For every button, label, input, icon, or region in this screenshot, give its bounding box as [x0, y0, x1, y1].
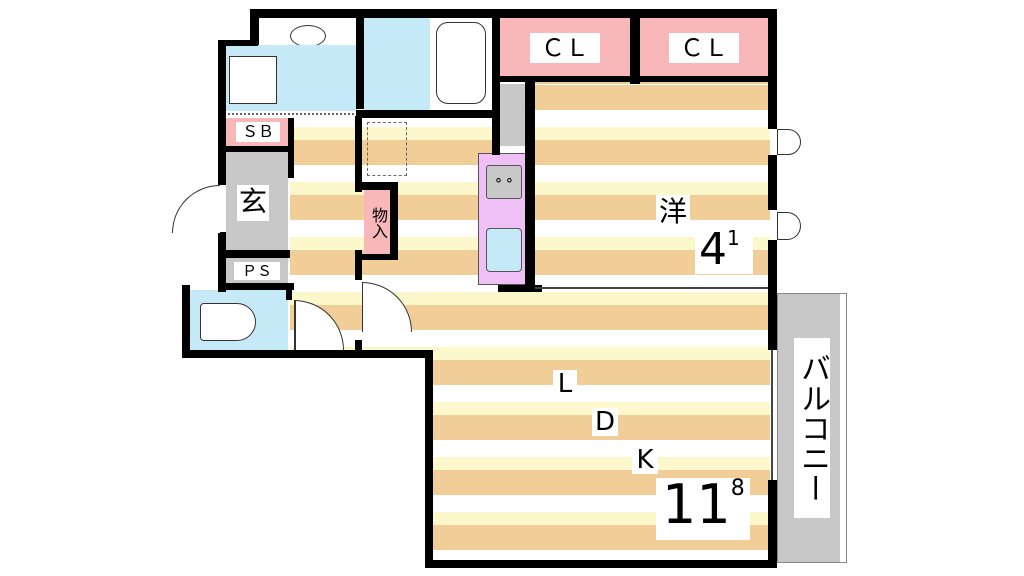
- wall: [630, 9, 640, 84]
- pipe-space-label: ＰＳ: [234, 262, 280, 280]
- ldk-d-label: D: [592, 408, 618, 436]
- wall: [220, 146, 290, 152]
- western-room-size-dec: 1: [727, 226, 740, 250]
- wall: [286, 285, 292, 300]
- wall: [220, 250, 290, 258]
- wall: [360, 254, 398, 260]
- western-room-size-int: 4: [699, 224, 727, 275]
- kitchen-sink-icon: [486, 228, 522, 272]
- wall: [220, 283, 294, 290]
- wall: [250, 9, 259, 45]
- wall: [500, 76, 777, 82]
- wall: [355, 340, 362, 355]
- ldk-size-int: 11: [662, 473, 731, 536]
- storage-label: 物入: [369, 207, 388, 239]
- partition-line: [535, 287, 768, 289]
- wall: [768, 155, 777, 210]
- pillar-column: [500, 84, 525, 146]
- wall: [356, 9, 364, 109]
- wall: [768, 240, 777, 350]
- closet-1-label: ＣＬ: [530, 33, 600, 63]
- ldk-size-dec: 8: [730, 476, 745, 501]
- wall: [182, 285, 190, 358]
- entrance-door[interactable]: [172, 185, 220, 233]
- stove-icon: ⚬⚬: [486, 165, 522, 199]
- wall: [250, 9, 777, 18]
- wall: [218, 40, 258, 46]
- ldk-l-label: L: [553, 370, 577, 398]
- wall: [182, 350, 433, 358]
- balcony-window-line: [771, 350, 773, 480]
- wall: [768, 9, 777, 129]
- storage: [364, 190, 390, 254]
- shoe-box-label: ＳＢ: [236, 122, 280, 142]
- closet-2-label: ＣＬ: [669, 33, 739, 63]
- dashed-line: [228, 113, 354, 116]
- western-room-label: 洋: [656, 195, 690, 229]
- wall: [390, 182, 398, 260]
- window-2[interactable]: [777, 212, 801, 240]
- wall: [218, 232, 226, 292]
- wall: [525, 80, 535, 292]
- balcony-label: バルコニー: [794, 338, 830, 518]
- western-room-size: 41: [695, 228, 753, 274]
- entrance-label: 玄: [237, 185, 269, 221]
- wall: [498, 285, 542, 292]
- wall: [768, 480, 777, 568]
- wall: [492, 9, 500, 155]
- wall: [288, 118, 294, 178]
- wall: [360, 182, 398, 190]
- wall: [218, 40, 226, 185]
- ldk-k-label: K: [632, 446, 658, 474]
- ldk-floor: [360, 288, 770, 352]
- toilet-icon: [200, 303, 256, 341]
- wall: [356, 110, 500, 118]
- wall: [355, 250, 362, 280]
- hatch-box: [367, 122, 407, 176]
- wall: [425, 350, 433, 568]
- window-1[interactable]: [777, 129, 801, 155]
- washing-machine-pan-icon: [229, 56, 277, 104]
- ldk-size: 118: [656, 478, 750, 540]
- wall: [355, 116, 362, 192]
- bathtub-basin-icon: [436, 22, 486, 104]
- wall: [425, 560, 777, 568]
- sink-icon: [290, 25, 326, 47]
